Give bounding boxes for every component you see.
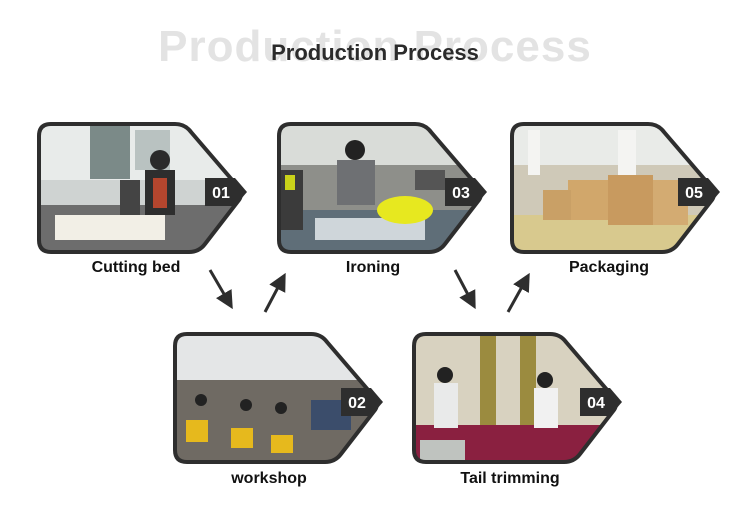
step-number-03: 03 xyxy=(452,185,470,202)
step-card-03: 03 xyxy=(275,120,487,255)
arrow-02-to-03 xyxy=(263,272,286,313)
step-label-05: Packaging xyxy=(568,259,650,276)
step-badge-02 xyxy=(341,388,383,416)
arrow-04-to-05 xyxy=(506,272,530,313)
step-number-02: 02 xyxy=(348,395,366,412)
step-photo-02: 02 xyxy=(173,332,383,464)
arrow-01-to-02 xyxy=(208,269,233,310)
step-badge-05 xyxy=(678,178,720,206)
step-card-01: 01 xyxy=(35,120,247,255)
step-photo-01: 01 xyxy=(37,122,247,254)
step-photo-05: 05 xyxy=(510,122,720,254)
background-watermark-title: Production Process xyxy=(158,22,592,71)
step-card-05: 05 xyxy=(508,120,720,255)
page-title: Production Process xyxy=(271,40,479,65)
step-badge-04 xyxy=(580,388,622,416)
step-number-04: 04 xyxy=(587,395,605,412)
step-label-02: workshop xyxy=(231,470,307,487)
step-label-04: Tail trimming xyxy=(460,470,560,487)
step-number-05: 05 xyxy=(685,185,703,202)
step-label-01: Cutting bed xyxy=(91,259,181,276)
step-label-03: Ironing xyxy=(345,259,401,276)
step-card-02: 02 xyxy=(171,330,383,465)
arrow-03-to-04 xyxy=(453,269,476,310)
step-card-04: 04 xyxy=(410,330,622,465)
step-badge-03 xyxy=(445,178,487,206)
step-photo-04: 04 xyxy=(412,332,622,464)
step-photo-03: 03 xyxy=(277,122,487,254)
step-badge-01 xyxy=(205,178,247,206)
step-number-01: 01 xyxy=(212,185,230,202)
